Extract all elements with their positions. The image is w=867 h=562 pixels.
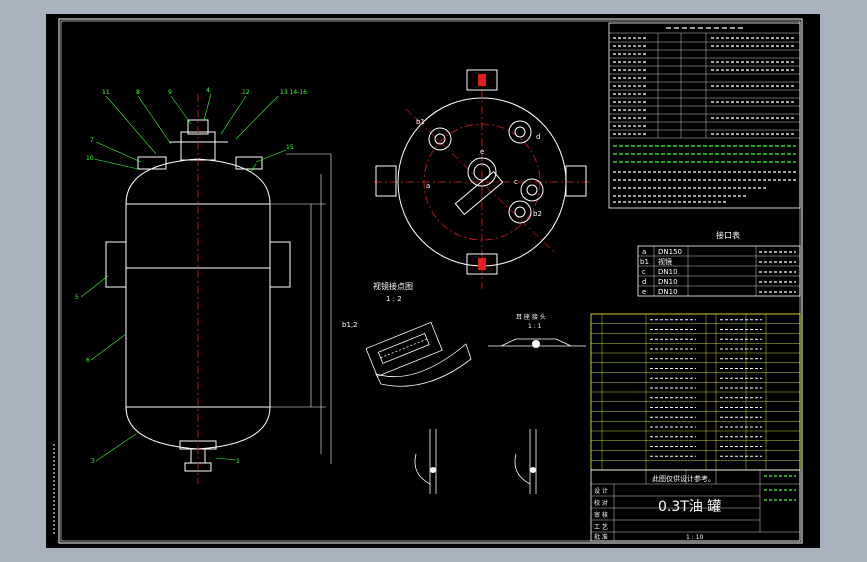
nozzle-mark: e xyxy=(642,288,646,296)
section-view-scale: 1 : 2 xyxy=(386,295,402,303)
title-row-label: 批 准 xyxy=(594,533,608,541)
vessel-plan-view: a b1 b2 c d e xyxy=(374,69,591,289)
svg-text:10: 10 xyxy=(86,155,94,162)
nozzle-mark: c xyxy=(642,268,646,276)
support-view-title: 耳 座 接 头 xyxy=(516,313,546,321)
support-detail: 耳 座 接 头 1 : 1 xyxy=(414,313,586,494)
design-note: 此图仅供设计参考。 xyxy=(652,474,715,483)
nozzle-size: DN10 xyxy=(658,268,678,276)
plan-label-c: c xyxy=(514,178,518,186)
title-row-label: 工 艺 xyxy=(594,523,608,531)
nozzle-mark: d xyxy=(642,278,646,286)
svg-text:11: 11 xyxy=(102,89,110,96)
nozzle-mark: a xyxy=(642,248,646,256)
svg-text:9: 9 xyxy=(168,89,172,96)
svg-text:3: 3 xyxy=(91,458,95,465)
title-row-label: 校 对 xyxy=(594,499,608,507)
svg-text:15: 15 xyxy=(286,144,294,151)
svg-text:12: 12 xyxy=(242,89,250,96)
svg-text:1: 1 xyxy=(236,458,240,465)
support-view-scale: 1 : 1 xyxy=(528,323,542,330)
svg-text:6: 6 xyxy=(86,357,90,364)
nozzle-mark: b1 xyxy=(640,258,649,266)
plan-label-e: e xyxy=(480,148,484,156)
leader-lines xyxy=(80,93,287,462)
inner-border xyxy=(60,20,801,542)
svg-text:8: 8 xyxy=(136,89,140,96)
drawing-sheet: 11 8 9 4 12 13 14-16 7 10 15 5 6 3 1 xyxy=(53,18,803,544)
nozzle-table-title: 接口表 xyxy=(716,230,740,240)
plan-label-d: d xyxy=(536,133,540,141)
parts-list xyxy=(590,313,801,471)
svg-text:5: 5 xyxy=(75,294,79,301)
cad-drawing-canvas[interactable]: 11 8 9 4 12 13 14-16 7 10 15 5 6 3 1 xyxy=(46,14,820,548)
nozzle-size: DN10 xyxy=(658,288,678,296)
nozzle-size: DN150 xyxy=(658,248,682,256)
title-row-label: 审 核 xyxy=(594,511,608,519)
sight-glass-detail: 视镜接点图 1 : 2 b1,2 xyxy=(342,281,472,387)
drawing-title: 0.3T油 罐 xyxy=(658,499,721,515)
view-b12-label: b1,2 xyxy=(342,321,358,329)
svg-text:7: 7 xyxy=(90,137,94,144)
tech-requirements-table xyxy=(608,22,801,209)
nozzle-size: DN10 xyxy=(658,278,678,286)
plan-label-a: a xyxy=(426,182,430,190)
title-block: 设 计 校 对 审 核 工 艺 批 准 此图仅供设计参考。 0.3T油 罐 1 … xyxy=(590,469,801,542)
drawing-scale: 1 : 10 xyxy=(686,534,703,541)
nozzle-size: 视镜 xyxy=(658,257,672,266)
outer-border xyxy=(58,18,803,544)
svg-text:13 14-16: 13 14-16 xyxy=(280,89,307,96)
plan-label-b1: b1 xyxy=(416,118,425,126)
section-view-title: 视镜接点图 xyxy=(373,281,413,291)
part-balloons: 11 8 9 4 12 13 14-16 7 10 15 5 6 3 1 xyxy=(75,87,307,465)
svg-text:4: 4 xyxy=(206,87,210,94)
plan-label-b2: b2 xyxy=(533,210,542,218)
title-row-label: 设 计 xyxy=(594,487,608,495)
dimension-lines xyxy=(270,153,332,464)
nozzle-table: 接口表 a DN150 b1 视镜 c DN10 d DN10 xyxy=(637,230,801,297)
